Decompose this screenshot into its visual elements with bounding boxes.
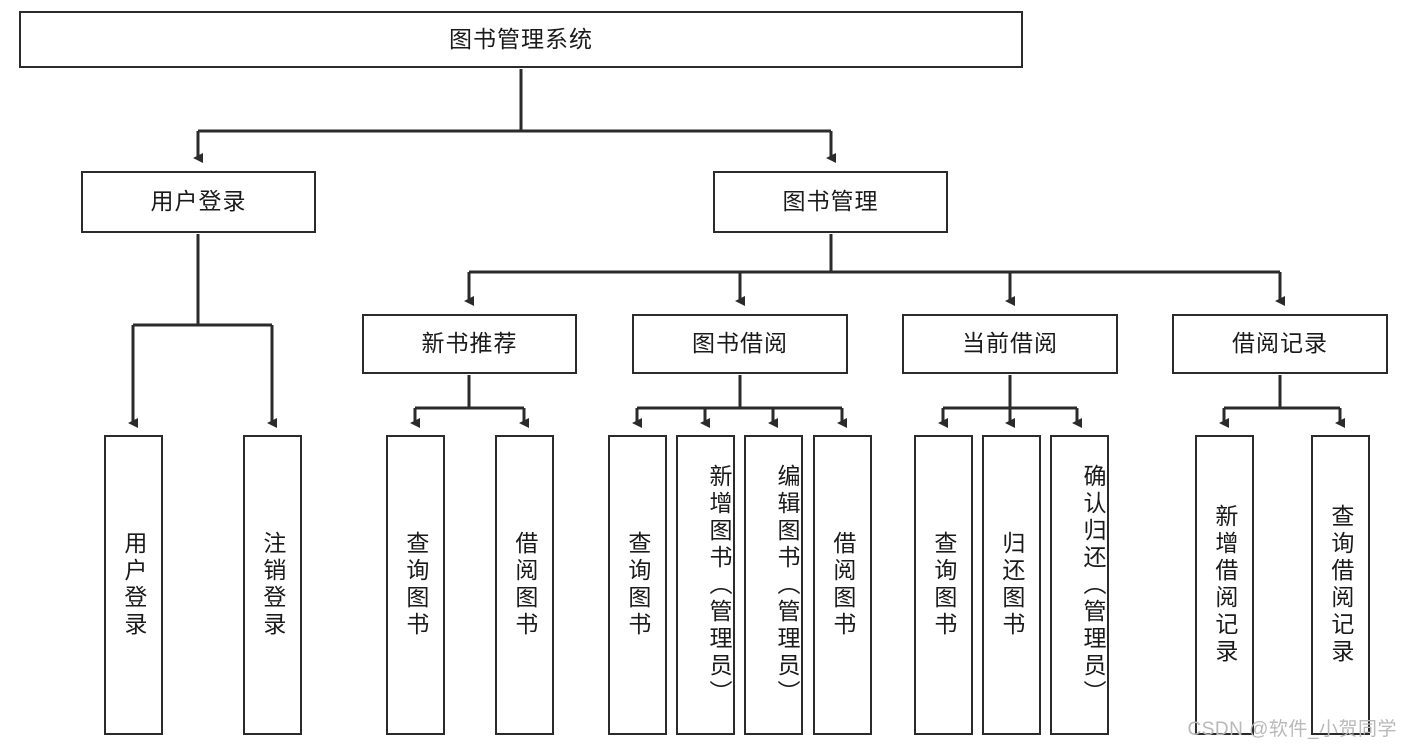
node-label: 查询借阅记录	[1327, 504, 1354, 666]
watermark-text: CSDN @软件_小贺同学	[1187, 719, 1397, 740]
leaf-current-borrow-confirm[interactable]: 确认归还（管理员）	[1050, 435, 1109, 735]
node-label: 新增图书（管理员）	[706, 463, 732, 707]
node-label: 编辑图书（管理员）	[774, 463, 800, 707]
node-label: 查询图书	[624, 531, 651, 639]
node-label: 借阅图书	[829, 531, 856, 639]
leaf-book-borrow-query[interactable]: 查询图书	[608, 435, 667, 735]
node-label: 查询图书	[402, 531, 429, 639]
node-label: 用户登录	[150, 188, 247, 215]
node-user-login[interactable]: 用户登录	[81, 171, 316, 233]
leaf-book-borrow-edit[interactable]: 编辑图书（管理员）	[744, 435, 803, 735]
node-label: 查询图书	[930, 531, 957, 639]
node-label: 借阅记录	[1232, 330, 1328, 357]
node-label: 图书借阅	[692, 330, 788, 357]
node-current-borrow[interactable]: 当前借阅	[902, 314, 1118, 374]
node-new-book-recommend[interactable]: 新书推荐	[362, 314, 577, 374]
leaf-new-book-query[interactable]: 查询图书	[386, 435, 445, 735]
leaf-borrow-record-add[interactable]: 新增借阅记录	[1195, 435, 1254, 735]
node-label: 图书管理系统	[449, 25, 593, 52]
node-label: 新书推荐	[421, 330, 518, 357]
node-label: 新增借阅记录	[1211, 504, 1238, 666]
node-label: 确认归还（管理员）	[1080, 463, 1106, 707]
node-book-borrow[interactable]: 图书借阅	[632, 314, 848, 374]
leaf-current-borrow-return[interactable]: 归还图书	[982, 435, 1041, 735]
node-label: 图书管理	[782, 188, 879, 215]
leaf-current-borrow-query[interactable]: 查询图书	[914, 435, 973, 735]
node-borrow-record[interactable]: 借阅记录	[1172, 314, 1388, 374]
leaf-user-login-login[interactable]: 用户登录	[104, 435, 163, 735]
leaf-new-book-borrow[interactable]: 借阅图书	[495, 435, 554, 735]
leaf-borrow-record-query[interactable]: 查询借阅记录	[1311, 435, 1370, 735]
leaf-user-login-logout[interactable]: 注销登录	[243, 435, 302, 735]
node-root-system[interactable]: 图书管理系统	[19, 11, 1023, 68]
node-label: 用户登录	[120, 531, 147, 639]
node-label: 注销登录	[259, 531, 286, 639]
node-label: 借阅图书	[511, 531, 538, 639]
node-book-management[interactable]: 图书管理	[713, 171, 948, 233]
leaf-book-borrow-add[interactable]: 新增图书（管理员）	[676, 435, 735, 735]
node-label: 归还图书	[998, 531, 1025, 639]
leaf-book-borrow-borrow[interactable]: 借阅图书	[813, 435, 872, 735]
node-label: 当前借阅	[962, 330, 1058, 357]
